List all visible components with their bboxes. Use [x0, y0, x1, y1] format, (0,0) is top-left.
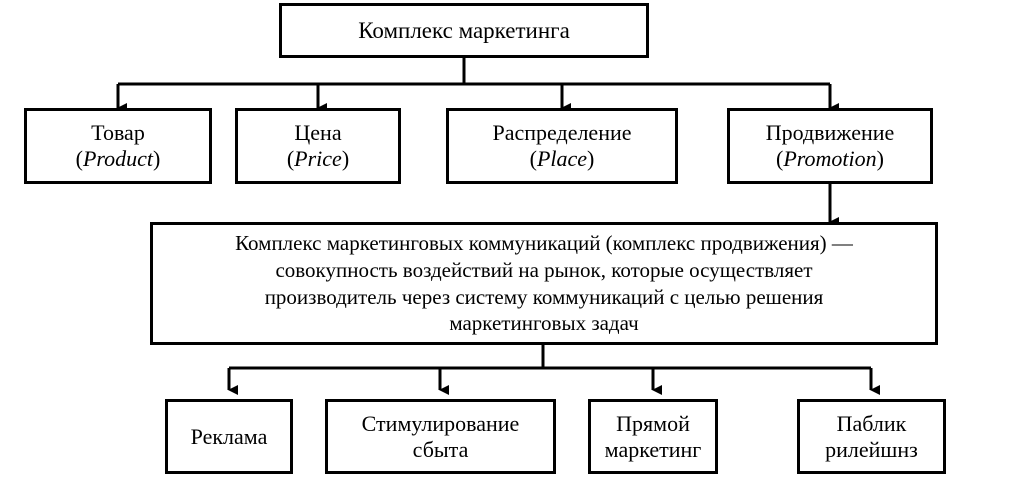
place-box: Распределение (Place): [446, 108, 678, 184]
definition-line: производитель через систему коммуникаций…: [264, 284, 824, 309]
sales-promotion-box: Стимулирование сбыта: [325, 399, 556, 474]
sales-promotion-label: Стимулирование: [361, 411, 520, 437]
promotion-box: Продвижение (Promotion): [727, 108, 933, 184]
definition-line: Комплекс маркетинговых коммуникаций (ком…: [235, 231, 853, 256]
place-label: Распределение: [492, 119, 632, 145]
product-english: (Product): [75, 146, 161, 171]
marketing-mix-label: Комплекс маркетинга: [358, 17, 570, 43]
direct-marketing-label: Прямой: [616, 411, 690, 437]
public-relations-box: Паблик рилейшнз: [797, 399, 946, 474]
definition-line: маркетинговых задач: [449, 311, 639, 336]
promotion-label: Продвижение: [765, 119, 895, 145]
product-english-word: Product: [82, 146, 154, 171]
advertising-box: Реклама: [165, 399, 293, 474]
communications-definition-box: Комплекс маркетинговых коммуникаций (ком…: [150, 222, 938, 345]
price-label: Цена: [294, 119, 342, 145]
direct-marketing-label: маркетинг: [604, 436, 702, 462]
definition-line: совокупность воздействий на рынок, котор…: [275, 257, 813, 282]
product-box: Товар (Product): [24, 108, 212, 184]
price-box: Цена (Price): [235, 108, 401, 184]
public-relations-label: рилейшнз: [825, 436, 918, 462]
product-label: Товар: [91, 119, 145, 145]
public-relations-label: Паблик: [836, 411, 907, 437]
advertising-label: Реклама: [190, 423, 268, 449]
promotion-english-word: Promotion: [783, 146, 877, 171]
place-english: (Place): [529, 146, 595, 171]
price-english: (Price): [286, 146, 350, 171]
direct-marketing-box: Прямой маркетинг: [588, 399, 718, 474]
promotion-english: (Promotion): [776, 146, 884, 171]
marketing-mix-box: Комплекс маркетинга: [279, 3, 649, 58]
place-english-word: Place: [536, 146, 588, 171]
sales-promotion-label: сбыта: [412, 436, 469, 462]
price-english-word: Price: [294, 146, 342, 171]
